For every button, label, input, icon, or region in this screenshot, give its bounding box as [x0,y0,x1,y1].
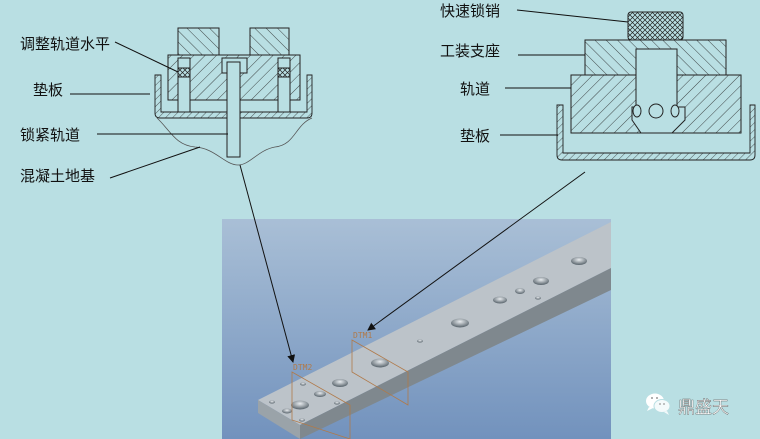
rail-top-face [258,222,611,425]
datum-label-dtm2: DTM2 [293,363,312,372]
leader-line [516,9,629,23]
pin-knob [627,11,684,41]
base-pad [556,104,756,161]
leader-line [109,146,201,179]
datum-label-dtm1: DTM1 [353,331,372,340]
leader-line [114,41,179,73]
lock-ball [632,104,642,118]
hole [332,379,348,387]
hole [300,382,306,386]
lock-ball [648,103,664,119]
hole [314,391,326,397]
adjust-nut-right [277,67,291,78]
hole [269,400,275,404]
label-shim-plate: 垫板 [33,81,63,99]
rail-side-face [300,268,611,439]
concrete-foundation-outline [156,117,313,166]
hole [417,339,423,343]
hole [535,296,541,300]
arrow-left-to-dtm2 [239,164,296,363]
adjust-screw-left [177,57,191,113]
label-quick-lock-pin: 快速锁销 [440,2,500,20]
hole [371,358,389,368]
top-block-right [249,27,290,56]
hole [533,277,549,285]
label-fixture-support: 工装支座 [440,42,500,60]
datum-plane-dtm1 [351,339,409,406]
wechat-icon [646,393,671,415]
lock-ball [670,104,680,118]
hole [451,318,469,328]
lock-bolt [226,61,241,158]
adjust-nut-left [177,67,191,78]
hole [571,257,587,265]
label-concrete-foundation: 混凝土地基 [20,167,95,185]
hole [493,296,507,304]
adjust-screw-right [277,57,291,113]
quick-lock-pin [631,48,686,134]
rail-holes [269,257,587,422]
top-block-left [177,27,220,56]
label-shim-plate: 垫板 [460,127,490,145]
label-rail: 轨道 [460,80,490,98]
watermark-text: 鼎盛天 [678,398,729,418]
rail-end-face [258,400,300,439]
right-cross-section: 快速锁销 工装支座 轨道 垫板 [440,2,756,161]
hole [515,288,525,294]
watermark: 鼎盛天 [646,393,729,418]
hole [334,401,340,405]
hole [282,408,292,414]
arrow-right-to-dtm1 [367,171,586,331]
left-cross-section: 调整轨道水平 垫板 锁紧轨道 混凝土地基 [20,27,313,185]
base-pad [154,74,313,119]
hole [299,418,305,422]
label-lock-rail: 锁紧轨道 [20,126,80,144]
label-adjust-rail-level: 调整轨道水平 [20,35,110,53]
render-view: DTM2 DTM1 [222,219,611,439]
hole [291,400,309,410]
datum-plane-dtm2 [291,371,351,439]
